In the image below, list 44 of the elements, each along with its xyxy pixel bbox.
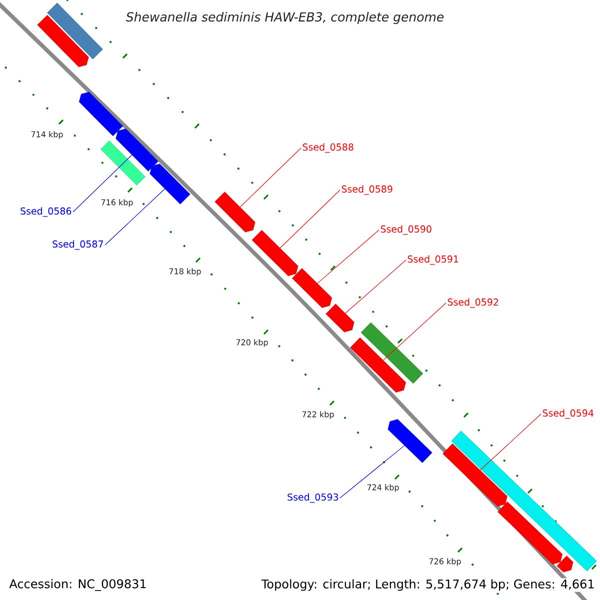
tick-label: 718 kbp xyxy=(169,268,201,276)
gene-label: Ssed_0591 xyxy=(408,255,458,265)
gene-feature xyxy=(292,268,332,308)
tick-label: 714 kbp xyxy=(31,131,63,139)
gene-label: Ssed_0594 xyxy=(542,409,594,419)
leader-line xyxy=(104,188,166,246)
gene-feature xyxy=(388,419,432,463)
gene-label: Ssed_0592 xyxy=(448,298,498,308)
gene-feature xyxy=(442,443,508,507)
gene-feature xyxy=(116,128,158,172)
leader-line xyxy=(317,230,380,284)
feature-bar xyxy=(100,140,146,186)
gene-feature xyxy=(214,192,256,232)
gene-label: Ssed_0586 xyxy=(20,207,72,217)
gene-label: Ssed_0593 xyxy=(288,493,338,503)
gene-feature xyxy=(326,304,354,332)
feature-bar xyxy=(360,322,424,384)
gene-label: Ssed_0587 xyxy=(52,240,103,250)
accession-text: Accession: NC_009831 xyxy=(8,578,148,592)
tick-label: 724 kbp xyxy=(367,484,399,492)
gene-label: Ssed_0589 xyxy=(342,185,392,195)
gene-feature xyxy=(556,556,574,572)
leader-line xyxy=(72,154,132,212)
leader-line xyxy=(280,190,340,248)
tick-label: 726 kbp xyxy=(429,558,461,566)
tick-label: 720 kbp xyxy=(236,339,268,347)
genome-info-text: Topology: circular; Length: 5,517,674 bp; Genes: 4,661 xyxy=(260,578,596,592)
gene-feature xyxy=(350,338,406,392)
gene-feature xyxy=(150,164,190,204)
leader-line xyxy=(340,445,405,498)
leader-line xyxy=(480,414,542,470)
tick-label: 722 kbp xyxy=(302,411,334,419)
feature-bar xyxy=(47,2,103,60)
gene-feature xyxy=(498,502,562,564)
title: Shewanella sediminis HAW-EB3, complete genome xyxy=(126,12,444,24)
leader-line xyxy=(240,148,302,208)
tick-label: 716 kbp xyxy=(101,199,133,207)
gene-label: Ssed_0590 xyxy=(380,225,432,235)
gene-label: Ssed_0588 xyxy=(302,143,354,153)
gene-feature xyxy=(37,14,89,68)
leader-line xyxy=(383,302,446,360)
leader-line xyxy=(345,260,406,314)
gene-feature xyxy=(79,92,124,136)
gene-feature xyxy=(252,230,298,276)
